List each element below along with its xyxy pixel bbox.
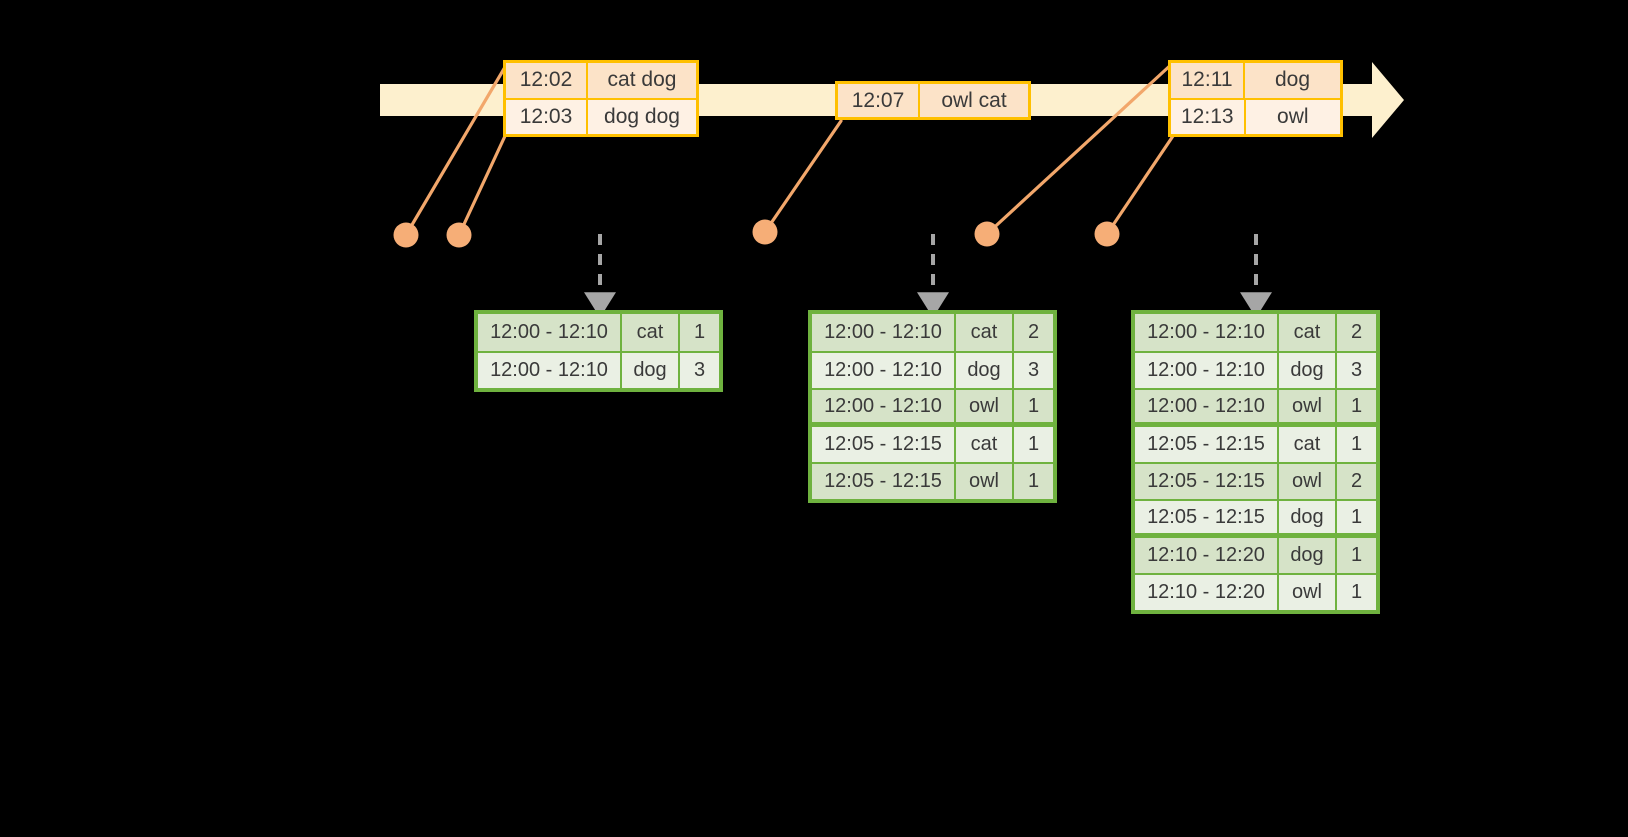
connector-12-02 [404, 60, 510, 237]
word-key-cell: cat [956, 314, 1014, 351]
word-key-cell: dog [1279, 353, 1337, 388]
count-value-cell: 1 [693, 321, 706, 343]
count-value-cell: 1 [1027, 470, 1040, 492]
marker-12-02-dot [393, 222, 419, 248]
event-words: owl [1277, 104, 1309, 128]
count-value-cell: 3 [693, 359, 706, 381]
timeline-event-row: 12:13 owl [1171, 97, 1340, 134]
marker-12-11-dot [974, 221, 1000, 247]
timeline-event-row: 12:02 cat dog [506, 63, 696, 98]
word-key-cell: cat [1279, 314, 1337, 351]
word-key-cell: owl [1279, 464, 1337, 499]
window-range-cell: 12:00 - 12:10 [478, 314, 622, 351]
event-timestamp: 12:13 [1171, 99, 1246, 134]
window-range-cell: 12:05 - 12:15 [1135, 501, 1279, 533]
word-key-cell: owl [956, 464, 1014, 499]
event-timestamp: 12:02 [506, 63, 588, 98]
count-value-cell: 1 [1350, 544, 1363, 566]
window-range-cell: 12:00 - 12:10 [1135, 314, 1279, 351]
word-key-cell: dog [622, 353, 680, 388]
count-value-cell: 2 [1350, 470, 1363, 492]
window-range-cell: 12:00 - 12:10 [812, 314, 956, 351]
window-range-cell: 12:00 - 12:10 [1135, 353, 1279, 388]
marker-12-07-dot [752, 219, 778, 245]
word-key-cell: cat [622, 314, 680, 351]
event-timestamp: 12:03 [506, 99, 588, 134]
flow-arrows [584, 234, 1272, 318]
count-value-cell: 1 [1350, 433, 1363, 455]
connector-12-03 [457, 134, 507, 237]
count-value-cell: 1 [1350, 394, 1363, 417]
count-value-cell: 2 [1027, 321, 1040, 343]
count-value-cell: 3 [1350, 359, 1363, 381]
count-value-cell: 1 [1350, 505, 1363, 528]
word-key-cell: dog [956, 353, 1014, 388]
word-key-cell: owl [1279, 575, 1337, 610]
timeline-event-box: 12:11 dog 12:13 owl [1168, 60, 1343, 137]
count-value-cell: 1 [1350, 581, 1363, 603]
event-words: dog [1274, 68, 1311, 92]
timeline-event-box: 12:07 owl cat [835, 81, 1031, 120]
word-key-cell: dog [1279, 538, 1337, 573]
connector-12-07 [763, 119, 843, 234]
window-range-cell: 12:10 - 12:20 [1135, 575, 1279, 610]
timeline-event-box: 12:02 cat dog 12:03 dog dog [503, 60, 699, 137]
timeline-event-row: 12:03 dog dog [506, 97, 696, 134]
window-range-cell: 12:05 - 12:15 [1135, 464, 1279, 499]
connector-12-13 [1105, 134, 1175, 236]
window-range-cell: 12:05 - 12:15 [1135, 427, 1279, 462]
marker-12-13-dot [1094, 221, 1120, 247]
window-range-cell: 12:05 - 12:15 [812, 464, 956, 499]
event-words: cat dog [607, 68, 677, 92]
event-timestamp: 12:07 [838, 84, 920, 117]
count-value-cell: 2 [1350, 321, 1363, 343]
count-value-cell: 1 [1027, 433, 1040, 455]
timeline-event-row: 12:11 dog [1171, 63, 1340, 98]
word-key-cell: dog [1279, 501, 1337, 533]
count-value-cell: 1 [1027, 394, 1040, 417]
word-key-cell: owl [1279, 390, 1337, 422]
word-key-cell: cat [956, 427, 1014, 462]
window-range-cell: 12:00 - 12:10 [812, 353, 956, 388]
word-key-cell: owl [956, 390, 1014, 422]
window-range-cell: 12:00 - 12:10 [812, 390, 956, 422]
window-range-cell: 12:05 - 12:15 [812, 427, 956, 462]
window-range-cell: 12:00 - 12:10 [1135, 390, 1279, 422]
window-range-cell: 12:00 - 12:10 [478, 353, 622, 388]
event-markers [393, 219, 1120, 248]
word-key-cell: cat [1279, 427, 1337, 462]
marker-12-03-dot [446, 222, 472, 248]
event-words: dog dog [604, 104, 680, 128]
event-timestamp: 12:11 [1171, 63, 1245, 98]
window-range-cell: 12:10 - 12:20 [1135, 538, 1279, 573]
count-value-cell: 3 [1027, 359, 1040, 381]
event-words: owl cat [941, 88, 1007, 112]
timeline-event-row: 12:07 owl cat [838, 84, 1028, 117]
